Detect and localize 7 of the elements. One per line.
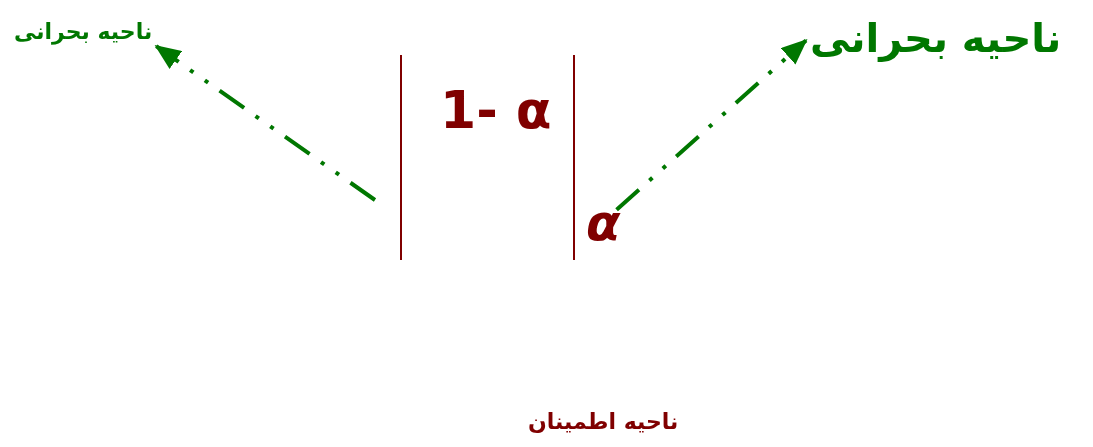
region-label: ناحیه اطمینان <box>528 410 679 435</box>
region-label: ناحیه بحرانی <box>10 18 157 47</box>
arrow <box>154 44 377 202</box>
arrow <box>615 38 808 212</box>
probability-label: 1- α <box>440 82 552 140</box>
probability-label: α <box>584 196 623 251</box>
region-label: ناحیه بحرانی <box>806 14 1066 62</box>
